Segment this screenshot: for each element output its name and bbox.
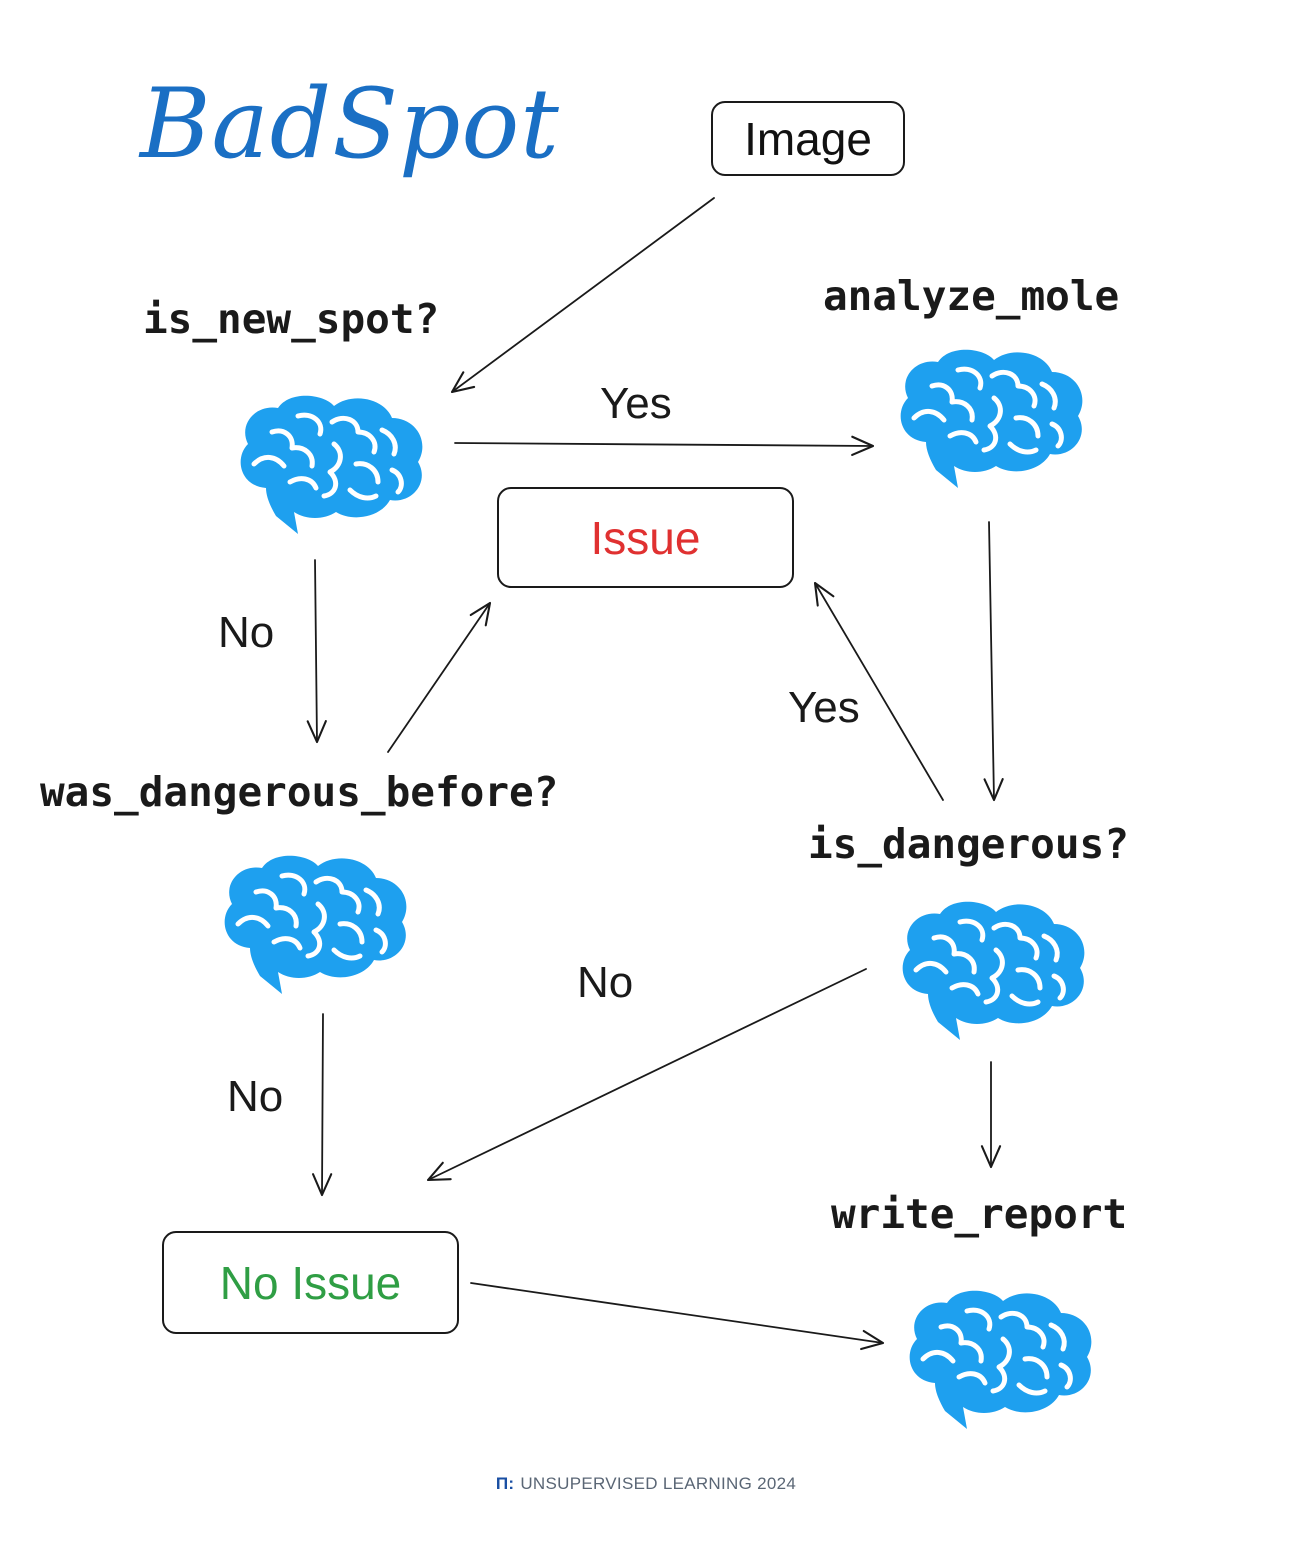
- image-box: Image: [711, 101, 905, 176]
- node-label-write-report: write_report: [831, 1190, 1128, 1238]
- image-box-label: Image: [744, 112, 872, 165]
- edge-label-new-spot-no: No: [218, 608, 275, 657]
- brain-icon: [901, 1287, 1101, 1431]
- issue-box-label: Issue: [590, 511, 701, 564]
- edge-label-new-spot-yes: Yes: [600, 379, 672, 428]
- edge-no-issue-to-write-report: [470, 1282, 885, 1351]
- diagram-title: BadSpot: [140, 68, 560, 180]
- issue-box: Issue: [497, 487, 794, 588]
- brain-icon: [216, 852, 416, 996]
- edge-is-dangerous-to-no-issue: [426, 968, 867, 1182]
- node-label-was-dangerous-before: was_dangerous_before?: [40, 768, 559, 816]
- node-label-analyze-mole: analyze_mole: [823, 272, 1120, 320]
- edge-image-to-is-new-spot: [450, 197, 715, 394]
- edge-was-dangerous-before-to-no-issue: [311, 1013, 333, 1197]
- node-label-is-new-spot: is_new_spot?: [143, 295, 440, 343]
- footer-text: UNSUPERVISED LEARNING 2024: [520, 1474, 797, 1493]
- edge-analyze-mole-to-is-dangerous: [983, 521, 1004, 802]
- edge-was-dangerous-before-to-issue: [387, 601, 492, 753]
- edge-is-new-spot-to-was-dangerous-before: [306, 559, 327, 744]
- brain-icon: [894, 898, 1094, 1042]
- brand-logo-icon: Π:: [495, 1474, 515, 1493]
- edge-label-was-dangerous-no: No: [227, 1072, 284, 1121]
- node-label-is-dangerous: is_dangerous?: [808, 820, 1129, 868]
- no-issue-box: No Issue: [162, 1231, 459, 1334]
- brain-icon: [892, 346, 1092, 490]
- edge-label-dangerous-yes: Yes: [788, 683, 860, 732]
- brain-icon: [232, 392, 432, 536]
- edge-is-new-spot-to-analyze-mole: [454, 435, 875, 456]
- edge-label-dangerous-no: No: [577, 958, 634, 1007]
- footer: Π: UNSUPERVISED LEARNING 2024: [0, 1474, 1292, 1494]
- edge-is-dangerous-to-issue: [813, 581, 944, 801]
- no-issue-box-label: No Issue: [219, 1256, 402, 1309]
